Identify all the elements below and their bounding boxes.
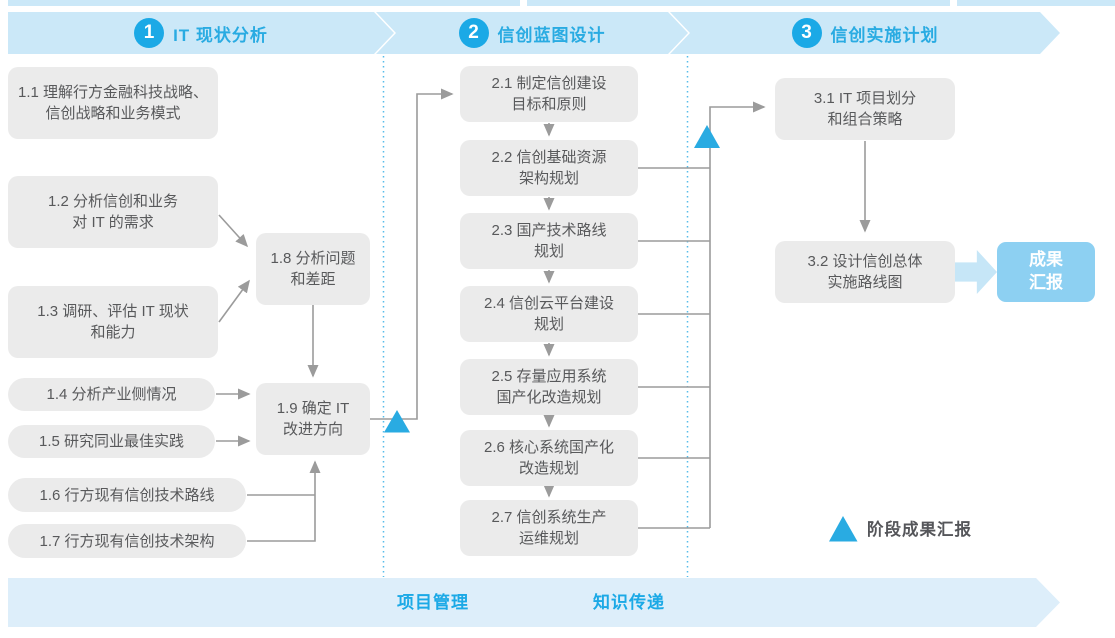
box-1-6-label: 1.6 行方现有信创技术路线 — [39, 486, 215, 504]
result-line1: 成果 — [1029, 250, 1063, 270]
box-1-3-line1: 1.3 调研、评估 IT 现状 — [37, 303, 189, 320]
phase-1-title: IT 现状分析 — [173, 25, 268, 45]
box-2-1: 2.1 制定信创建设 目标和原则 — [460, 66, 638, 122]
box-2-4: 2.4 信创云平台建设 规划 — [460, 286, 638, 342]
phase-2-title: 信创蓝图设计 — [497, 25, 606, 45]
box-3-2-line1: 3.2 设计信创总体 — [807, 253, 923, 270]
box-2-3-line2: 规划 — [533, 243, 564, 260]
box-1-8-line2: 和差距 — [290, 271, 336, 288]
box-2-5-line1: 2.5 存量应用系统 — [491, 368, 607, 385]
box-1-1-line2: 信创战略和业务模式 — [45, 105, 181, 122]
box-3-1-line1: 3.1 IT 项目划分 — [813, 90, 917, 107]
box-3-1-line2: 和组合策略 — [827, 111, 903, 128]
box-2-7-line1: 2.7 信创系统生产 — [491, 509, 607, 526]
box-2-3: 2.3 国产技术路线 规划 — [460, 213, 638, 269]
box-1-2: 1.2 分析信创和业务 对 IT 的需求 — [8, 176, 218, 248]
box-2-6: 2.6 核心系统国产化 改造规划 — [460, 430, 638, 486]
box-1-8: 1.8 分析问题 和差距 — [256, 233, 370, 305]
box-1-6: 1.6 行方现有信创技术路线 — [8, 478, 246, 512]
box-1-3: 1.3 调研、评估 IT 现状 和能力 — [8, 286, 218, 358]
box-1-7: 1.7 行方现有信创技术架构 — [8, 524, 246, 558]
bottom-label-knowledge-transfer: 知识传递 — [593, 593, 665, 612]
legend-triangle-icon — [829, 516, 858, 542]
box-1-5: 1.5 研究同业最佳实践 — [8, 425, 215, 458]
phase-banner-1: 1 IT 现状分析 — [8, 12, 394, 54]
box-2-5: 2.5 存量应用系统 国产化改造规划 — [460, 359, 638, 415]
box-1-5-label: 1.5 研究同业最佳实践 — [38, 433, 185, 450]
bottom-banner — [8, 578, 1060, 627]
phase-3-number-badge: 3 — [792, 18, 822, 48]
bottom-label-project-management: 项目管理 — [397, 593, 469, 612]
box-2-2-line2: 架构规划 — [518, 170, 579, 187]
box-2-3-line1: 2.3 国产技术路线 — [491, 222, 607, 239]
top-strip-segment — [527, 0, 950, 6]
phase-2-number-badge: 2 — [459, 18, 489, 48]
phase-3-title: 信创实施计划 — [830, 25, 939, 45]
box-2-2-line1: 2.2 信创基础资源 — [491, 149, 607, 166]
box-2-7-line2: 运维规划 — [518, 530, 579, 547]
top-strip-segment — [8, 0, 520, 6]
box-1-1: 1.1 理解行方金融科技战略、 信创战略和业务模式 — [8, 67, 218, 139]
phase-1-number-badge: 1 — [134, 18, 164, 48]
milestone-triangle-phase1-icon — [384, 410, 410, 433]
result-line2: 汇报 — [1029, 273, 1063, 292]
box-2-1-line2: 目标和原则 — [511, 96, 587, 113]
result-report-box: 成果 汇报 — [997, 242, 1095, 302]
box-2-6-line2: 改造规划 — [518, 460, 579, 477]
box-1-4: 1.4 分析产业侧情况 — [8, 378, 215, 411]
box-2-4-line1: 2.4 信创云平台建设 — [483, 295, 615, 312]
legend-label: 阶段成果汇报 — [867, 521, 972, 539]
box-1-9-line2: 改进方向 — [282, 421, 343, 438]
box-1-3-line2: 和能力 — [90, 324, 136, 341]
box-1-9: 1.9 确定 IT 改进方向 — [256, 383, 370, 455]
box-1-8-line1: 1.8 分析问题 — [270, 250, 356, 267]
box-2-1-line1: 2.1 制定信创建设 — [491, 75, 607, 92]
box-1-1-line1: 1.1 理解行方金融科技战略、 — [17, 84, 209, 101]
box-3-2-line2: 实施路线图 — [827, 274, 903, 291]
box-2-2: 2.2 信创基础资源 架构规划 — [460, 140, 638, 196]
box-3-1: 3.1 IT 项目划分 和组合策略 — [775, 78, 955, 140]
top-strip-segment — [957, 0, 1115, 6]
phase-banner-3: 3 信创实施计划 — [670, 12, 1060, 54]
box-1-4-label: 1.4 分析产业侧情况 — [46, 386, 177, 403]
box-1-2-line2: 对 IT 的需求 — [72, 214, 154, 231]
box-2-7: 2.7 信创系统生产 运维规划 — [460, 500, 638, 556]
box-1-2-line1: 1.2 分析信创和业务 — [47, 193, 179, 210]
box-2-5-line2: 国产化改造规划 — [496, 389, 602, 406]
box-3-2: 3.2 设计信创总体 实施路线图 — [775, 241, 955, 303]
result-block-arrow-icon — [955, 250, 997, 294]
milestone-triangle-phase2-icon — [694, 125, 720, 148]
box-1-9-line1: 1.9 确定 IT — [276, 400, 350, 417]
phase-banner-2: 2 信创蓝图设计 — [376, 12, 688, 54]
box-2-6-line1: 2.6 核心系统国产化 — [483, 439, 615, 456]
box-2-4-line2: 规划 — [533, 316, 564, 333]
box-1-7-label: 1.7 行方现有信创技术架构 — [39, 532, 215, 550]
